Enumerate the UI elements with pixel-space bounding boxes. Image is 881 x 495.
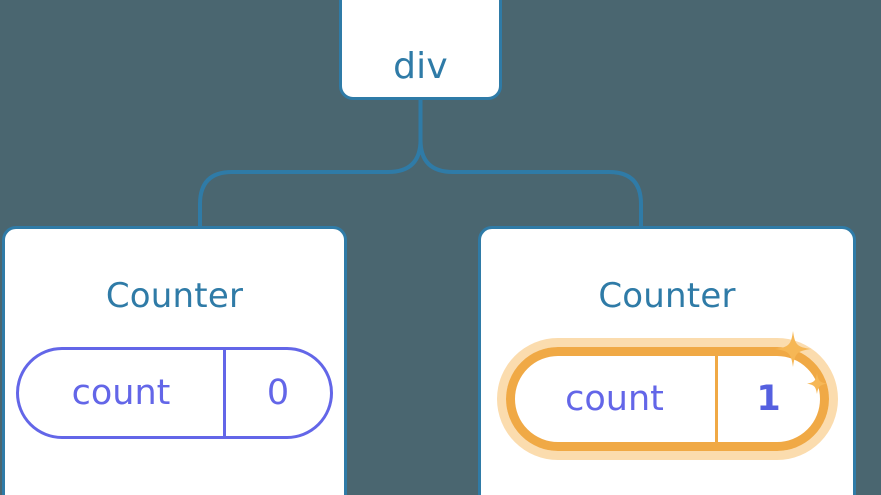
prop-pill-divider [223,350,226,436]
counter-node-left-prop-wrap: count 0 [5,347,344,439]
counter-node-right-prop-wrap: count 1 [481,347,853,451]
prop-pill-count-right[interactable]: count 1 [505,347,829,451]
prop-pill-key: count [71,372,171,413]
prop-pill-value: 1 [756,378,781,419]
counter-node-left-title: Counter [105,276,244,316]
root-node-label: div [393,46,448,87]
prop-pill-count-left[interactable]: count 0 [16,347,333,439]
prop-pill-value: 0 [266,372,290,413]
prop-pill-key: count [565,378,664,419]
counter-node-left[interactable]: Counter count 0 [2,226,347,495]
root-node-div[interactable]: div [339,0,502,100]
prop-pill-divider [714,356,718,442]
counter-node-right[interactable]: Counter count 1 [478,226,856,495]
counter-node-right-title: Counter [598,276,736,316]
